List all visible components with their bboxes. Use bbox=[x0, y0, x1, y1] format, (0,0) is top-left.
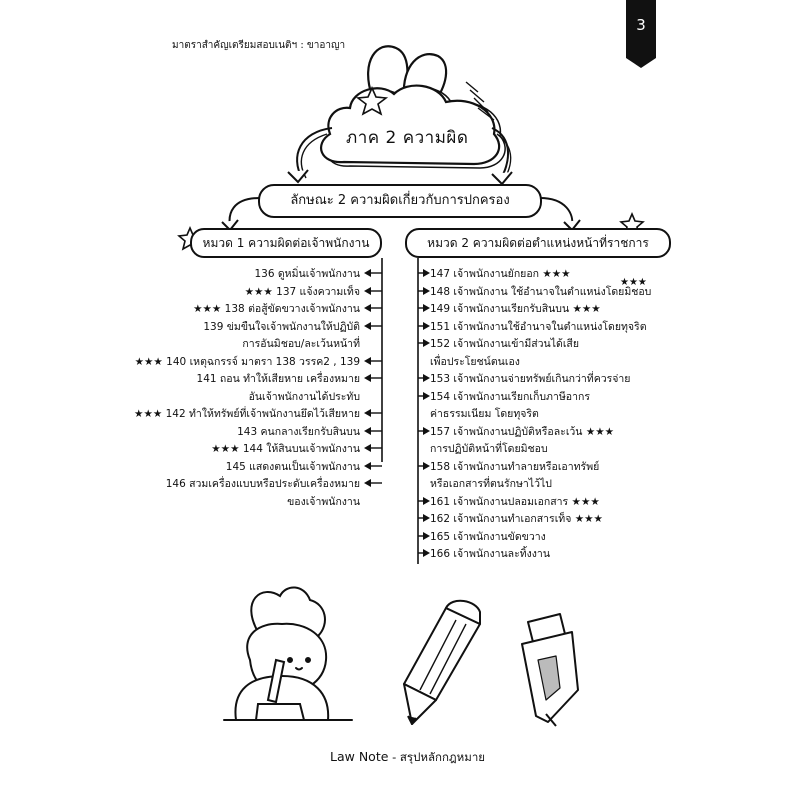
list-item: 152 เจ้าพนักงานเข้ามีส่วนได้เสีย bbox=[430, 338, 579, 350]
list-item: 162 เจ้าพนักงานทำเอกสารเท็จ ★★★ bbox=[430, 513, 603, 525]
list-item: 145 แสดงตนเป็นเจ้าพนักงาน bbox=[225, 460, 360, 473]
list-item: ★★★ 137 แจ้งความเท็จ bbox=[244, 285, 360, 298]
page-number: 3 bbox=[636, 16, 646, 34]
part-title: ภาค 2 ความผิด bbox=[346, 128, 469, 148]
tree-lines bbox=[381, 258, 419, 564]
list-item: 165 เจ้าพนักงานขัดขวาง bbox=[430, 530, 546, 543]
list-item: 151 เจ้าพนักงานใช้อำนาจในตำแหน่งโดยทุจริ… bbox=[430, 320, 647, 333]
list-item: 149 เจ้าพนักงานเรียกรับสินบน ★★★ bbox=[430, 303, 601, 315]
left-item-arrows bbox=[364, 269, 382, 487]
list-item: 161 เจ้าพนักงานปลอมเอกสาร ★★★ bbox=[430, 495, 600, 508]
list-item: เพื่อประโยชน์ตนเอง bbox=[430, 355, 520, 368]
chapter-1-heading: หมวด 1 ความผิดต่อเจ้าพนักงาน bbox=[190, 228, 382, 258]
connector-swirls bbox=[287, 127, 513, 186]
cloud-stripes bbox=[465, 81, 495, 121]
list-item: ค่าธรรมเนียม โดยทุจริต bbox=[430, 408, 539, 420]
marker-icon bbox=[521, 613, 579, 727]
chapter-2-title: หมวด 2 ความผิดต่อตำแหน่งหน้าที่ราชการ bbox=[427, 236, 649, 250]
list-item: ของเจ้าพนักงาน bbox=[287, 495, 360, 508]
list-item: 153 เจ้าพนักงานจ่ายทรัพย์เกินกว่าที่ควรจ… bbox=[430, 373, 631, 385]
list-item: อันเจ้าพนักงานได้ประทับ bbox=[248, 390, 360, 403]
list-item: หรือเอกสารที่ตนรักษาไว้ไป bbox=[430, 478, 552, 490]
page-number-badge: 3 bbox=[626, 0, 656, 68]
extra-stars: ★★★ bbox=[620, 277, 647, 288]
list-item: 157 เจ้าพนักงานปฏิบัติหรือละเว้น ★★★ bbox=[430, 425, 615, 438]
list-item: 148 เจ้าพนักงาน ใช้อำนาจในตำแหน่งโดยมิชอ… bbox=[430, 285, 652, 298]
list-item: 147 เจ้าพนักงานยักยอก ★★★ bbox=[430, 268, 571, 280]
pencil-small-icon bbox=[266, 658, 286, 704]
list-item: 136 ดูหมิ่นเจ้าพนักงาน bbox=[254, 268, 360, 280]
book-icon bbox=[254, 703, 306, 721]
list-item: การอันมิชอบ/ละเว้นหน้าที่ bbox=[242, 338, 360, 350]
list-item: 139 ข่มขืนใจเจ้าพนักงานให้ปฏิบัติ bbox=[203, 320, 360, 333]
chapter-2-list: 147 เจ้าพนักงานยักยอก ★★★ 148 เจ้าพนักงา… bbox=[430, 266, 670, 564]
list-item: ★★★ 142 ทำให้ทรัพย์ที่เจ้าพนักงานยึดไว้เ… bbox=[134, 408, 360, 420]
list-item: การปฏิบัติหน้าที่โดยมิชอบ bbox=[430, 443, 548, 455]
chapter-1-title: หมวด 1 ความผิดต่อเจ้าพนักงาน bbox=[202, 236, 370, 250]
footer-brand: Law Note bbox=[330, 749, 389, 764]
star-icon bbox=[355, 86, 389, 116]
list-item: 154 เจ้าพนักงานเรียกเก็บภาษีอากร bbox=[430, 390, 590, 403]
list-item: ★★★ 140 เหตุฉกรรจ์ มาตรา 138 วรรค2 , 139 bbox=[134, 355, 360, 368]
list-item: 141 ถอน ทำให้เสียหาย เครื่องหมาย bbox=[196, 373, 360, 385]
list-item: 158 เจ้าพนักงานทำลายหรือเอาทรัพย์ bbox=[430, 460, 600, 473]
footer: Law Note - สรุปหลักกฎหมาย bbox=[330, 749, 485, 767]
bunny-writing-illustration bbox=[223, 586, 353, 721]
footer-subtitle: - สรุปหลักกฎหมาย bbox=[388, 750, 486, 764]
chapter-2-heading: หมวด 2 ความผิดต่อตำแหน่งหน้าที่ราชการ bbox=[405, 228, 671, 258]
list-item: 146 สวมเครื่องแบบหรือประดับเครื่องหมาย bbox=[165, 478, 360, 490]
right-item-arrows bbox=[418, 269, 430, 557]
section-title: ลักษณะ 2 ความผิดเกี่ยวกับการปกครอง bbox=[290, 193, 510, 208]
branch-arrows bbox=[221, 197, 581, 232]
list-item: 166 เจ้าพนักงานละทิ้งงาน bbox=[430, 548, 550, 560]
pencil-icon bbox=[403, 599, 481, 725]
chapter-1-list: 136 ดูหมิ่นเจ้าพนักงาน ★★★ 137 แจ้งความเ… bbox=[120, 266, 360, 511]
list-item: ★★★ 144 ให้สินบนเจ้าพนักงาน bbox=[211, 443, 360, 455]
section-banner: ลักษณะ 2 ความผิดเกี่ยวกับการปกครอง bbox=[258, 184, 542, 218]
list-item: 143 คนกลางเรียกรับสินบน bbox=[237, 425, 360, 438]
cloud-bunny-illustration bbox=[319, 45, 506, 169]
header-note: มาตราสำคัญเตรียมสอบเนติฯ : ขาอาญา bbox=[172, 40, 346, 51]
list-item: ★★★ 138 ต่อสู้ขัดขวางเจ้าพนักงาน bbox=[193, 303, 360, 315]
